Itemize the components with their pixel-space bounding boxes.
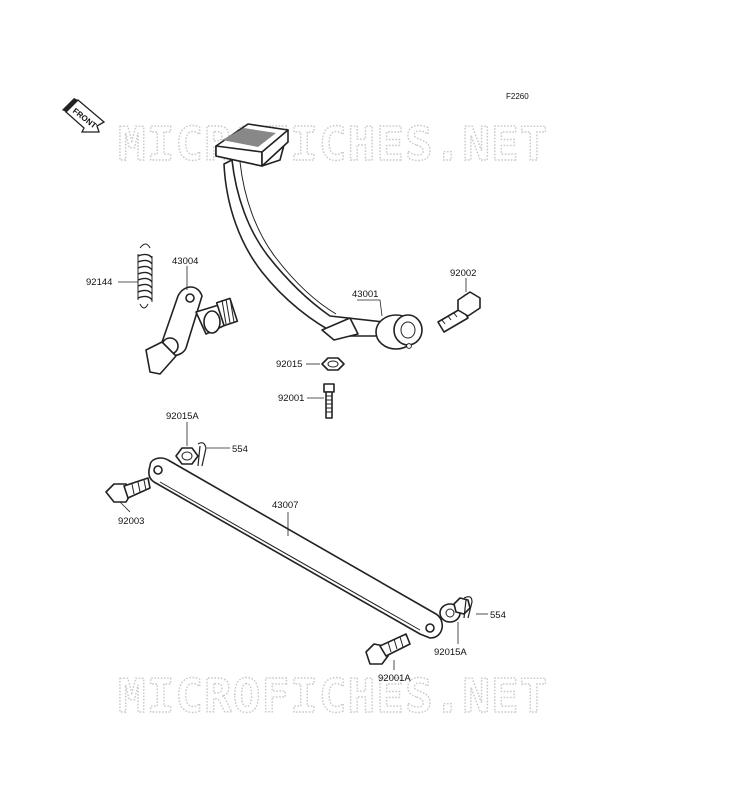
label-92001: 92001 xyxy=(278,393,304,404)
watermark-top: MICROFICHES.NET xyxy=(118,117,548,171)
label-92015a-bottom: 92015A xyxy=(434,647,467,658)
label-92015: 92015 xyxy=(276,359,302,370)
label-92003: 92003 xyxy=(118,516,144,527)
label-43007: 43007 xyxy=(272,500,298,511)
watermark-bottom: MICROFICHES.NET xyxy=(118,669,548,723)
label-92015a-top: 92015A xyxy=(166,411,199,422)
adjust-bolt xyxy=(323,383,335,419)
label-92001a: 92001A xyxy=(378,673,411,684)
pedal-bolt xyxy=(437,291,481,333)
spring xyxy=(137,243,153,309)
brake-rod xyxy=(148,457,443,639)
label-554-top: 554 xyxy=(232,444,248,455)
label-92002: 92002 xyxy=(450,268,476,279)
label-43004: 43004 xyxy=(172,256,198,267)
cotter-pin-bottom xyxy=(463,596,473,619)
label-43001: 43001 xyxy=(352,289,378,300)
nut xyxy=(321,357,345,371)
bolt-a xyxy=(365,633,411,665)
label-554-bottom: 554 xyxy=(490,610,506,621)
cotter-pin-top xyxy=(197,442,207,467)
label-92144: 92144 xyxy=(86,277,112,288)
diagram-code: F2260 xyxy=(506,92,529,101)
front-arrow-icon: FRONT xyxy=(62,98,106,133)
lever-shaft xyxy=(145,286,239,375)
rod-bolt xyxy=(105,477,151,503)
nut-a-top xyxy=(175,447,199,465)
brake-pedal xyxy=(215,123,423,350)
